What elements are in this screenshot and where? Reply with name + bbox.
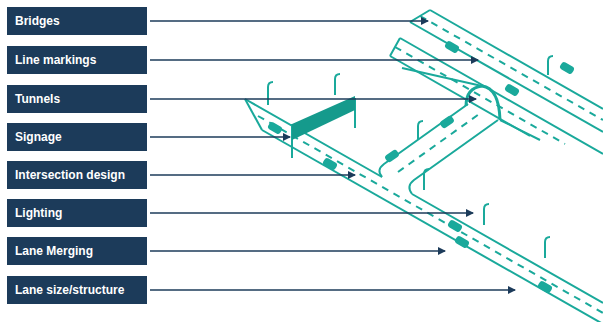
label-text: Signage — [15, 130, 62, 144]
roads — [245, 10, 603, 322]
label-text: Intersection design — [15, 168, 125, 182]
label-text: Lane size/structure — [15, 283, 124, 297]
label-text: Bridges — [15, 14, 60, 28]
label-text: Tunnels — [15, 92, 60, 106]
label-box: Signage — [7, 123, 147, 151]
label-text: Lane Merging — [15, 244, 93, 258]
sign-gantry — [292, 96, 355, 158]
leader-arrows — [150, 21, 515, 290]
label-text: Lighting — [15, 206, 62, 220]
cars — [267, 40, 575, 294]
label-box: Intersection design — [7, 161, 147, 189]
label-box: Bridges — [7, 7, 147, 35]
label-box: Lighting — [7, 199, 147, 227]
label-box: Lane size/structure — [7, 276, 147, 304]
label-box: Tunnels — [7, 85, 147, 113]
label-box: Line markings — [7, 46, 147, 74]
label-text: Line markings — [15, 53, 96, 67]
label-box: Lane Merging — [7, 237, 147, 265]
street-lamps — [268, 56, 553, 258]
